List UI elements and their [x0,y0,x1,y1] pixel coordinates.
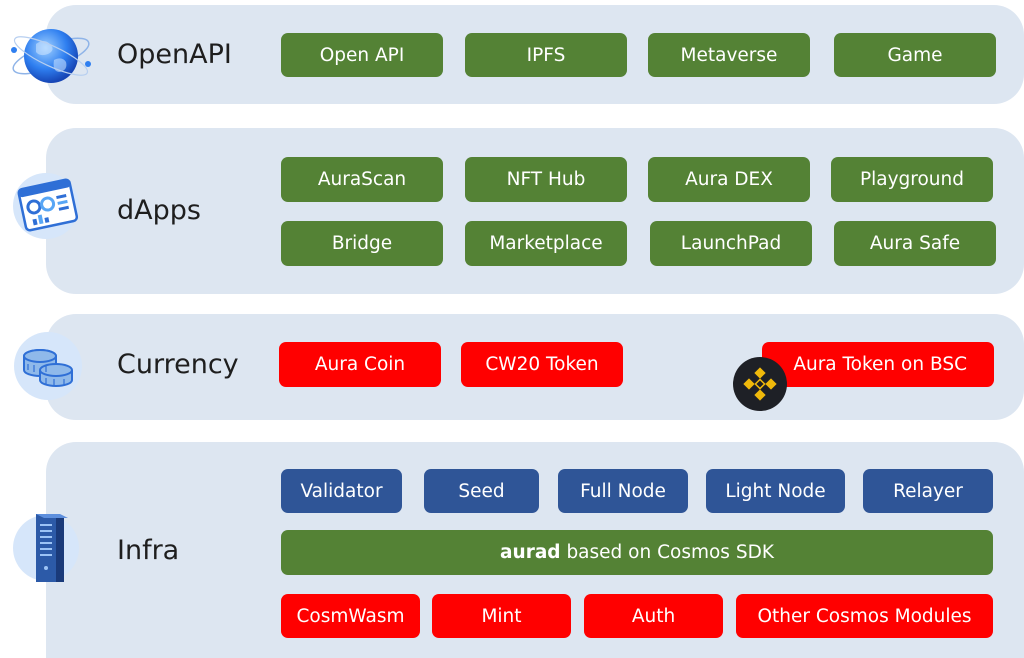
item-aurascan: AuraScan [281,157,443,202]
node-full-node: Full Node [558,469,688,513]
item-aura-dex: Aura DEX [648,157,810,202]
core-aurad-bar: aurad based on Cosmos SDK [281,530,993,575]
layer-title-openapi: OpenAPI [117,39,232,70]
module-mint: Mint [432,594,571,638]
item-ipfs: IPFS [465,33,627,77]
core-aurad-desc: based on Cosmos SDK [560,542,774,563]
item-cw20-token: CW20 Token [461,342,623,387]
item-metaverse: Metaverse [648,33,810,77]
layer-title-infra: Infra [117,535,180,566]
item-nft-hub: NFT Hub [465,157,627,202]
layer-title-currency: Currency [117,349,239,380]
item-aura-token-bsc-label: Aura Token on BSC [793,354,967,375]
module-other-cosmos: Other Cosmos Modules [736,594,993,638]
item-playground: Playground [831,157,993,202]
node-light-node: Light Node [706,469,845,513]
module-cosmwasm: CosmWasm [281,594,420,638]
globe-icon [11,29,91,83]
server-icon [13,514,79,582]
item-marketplace: Marketplace [465,221,627,266]
item-open-api: Open API [281,33,443,77]
dashboard-icon [13,173,79,239]
coins-icon [14,332,82,400]
binance-icon [733,357,787,411]
item-launchpad: LaunchPad [650,221,812,266]
layer-title-dapps: dApps [117,195,201,226]
node-validator: Validator [281,469,402,513]
item-aura-safe: Aura Safe [834,221,996,266]
item-bridge: Bridge [281,221,443,266]
node-seed: Seed [424,469,539,513]
item-aura-token-bsc: Aura Token on BSC [762,342,994,387]
layer-dapps [46,128,1024,294]
item-game: Game [834,33,996,77]
item-aura-coin: Aura Coin [279,342,441,387]
module-auth: Auth [584,594,723,638]
core-aurad-name: aurad [500,542,561,563]
node-relayer: Relayer [863,469,993,513]
